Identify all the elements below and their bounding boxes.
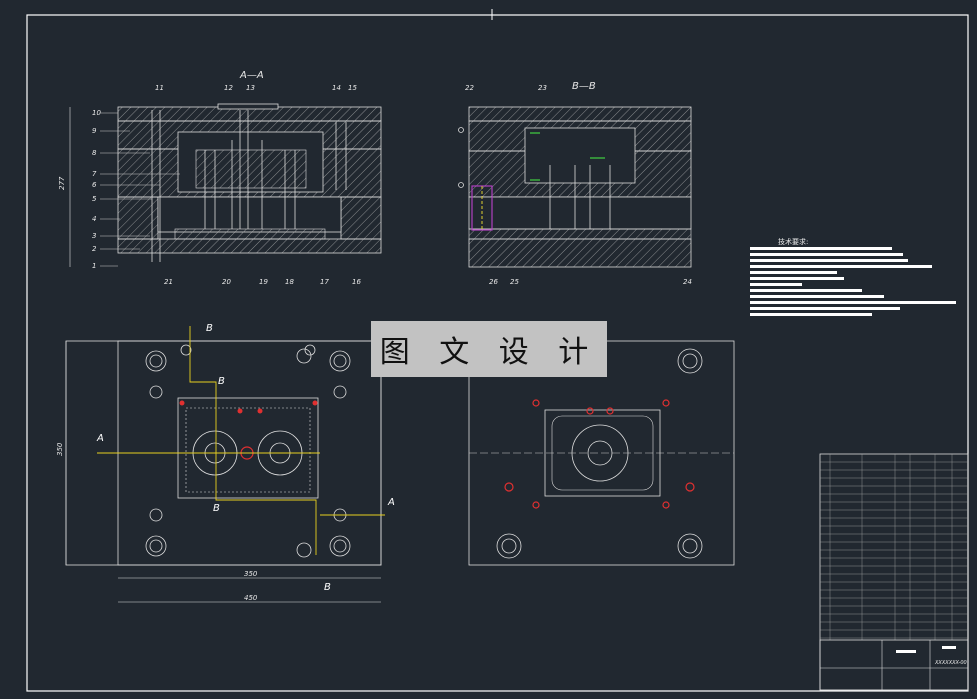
- callouts-b: 22 23 26 25 24: [465, 84, 692, 286]
- svg-text:B: B: [218, 376, 225, 387]
- svg-text:A: A: [96, 433, 104, 444]
- title-block-code: XXXXXXX-00: [934, 660, 967, 666]
- svg-text:21: 21: [164, 278, 173, 286]
- svg-text:B: B: [213, 503, 220, 514]
- svg-text:25: 25: [510, 278, 519, 286]
- notes-title: 技术要求:: [778, 237, 808, 246]
- svg-text:12: 12: [224, 84, 233, 92]
- svg-text:9: 9: [92, 127, 97, 135]
- dim-height-a: 277: [58, 176, 66, 190]
- section-b-title: B—B: [572, 81, 596, 92]
- svg-text:B: B: [206, 323, 213, 334]
- svg-text:A: A: [387, 497, 395, 508]
- svg-text:11: 11: [155, 84, 164, 92]
- bottom-callouts-a: 21 20 19 18 17 16: [164, 278, 361, 286]
- svg-text:3: 3: [92, 232, 96, 240]
- top-callouts-a: 11 12 13 14 15: [155, 84, 357, 92]
- svg-text:26: 26: [489, 278, 498, 286]
- sheet-border: [26, 14, 969, 692]
- section-a-title: A—A: [239, 70, 264, 81]
- svg-text:2: 2: [92, 245, 97, 253]
- svg-text:7: 7: [92, 170, 97, 178]
- watermark-text: 图 文 设 计: [379, 335, 599, 370]
- svg-text:23: 23: [538, 84, 547, 92]
- dim-plan-outer: 450: [244, 594, 258, 602]
- svg-text:8: 8: [92, 149, 97, 157]
- section-a-view: A—A 277 10 9 8: [58, 70, 382, 286]
- svg-text:20: 20: [222, 278, 231, 286]
- svg-text:15: 15: [348, 84, 357, 92]
- left-callouts: 10 9 8 7 6 5 4 3 2 1: [92, 109, 180, 270]
- plan-view-fixed: A A B B B B 350 450 350: [56, 323, 395, 603]
- dim-plan-height: 350: [56, 442, 64, 456]
- svg-text:B: B: [324, 582, 331, 593]
- dim-plan-inner: 350: [244, 570, 258, 578]
- title-block: XXXXXXX-00: [819, 453, 969, 691]
- svg-text:5: 5: [92, 195, 97, 203]
- svg-text:13: 13: [246, 84, 255, 92]
- technical-notes: 技术要求:: [750, 237, 956, 316]
- svg-text:24: 24: [683, 278, 692, 286]
- watermark-stamp: 图 文 设 计: [371, 321, 607, 377]
- svg-text:18: 18: [285, 278, 294, 286]
- svg-text:14: 14: [332, 84, 341, 92]
- svg-text:4: 4: [92, 215, 96, 223]
- section-b-view: B—B 22 23 26 25 24: [458, 81, 692, 286]
- svg-text:1: 1: [92, 262, 96, 270]
- svg-text:17: 17: [320, 278, 329, 286]
- svg-text:6: 6: [92, 181, 97, 189]
- svg-text:19: 19: [259, 278, 268, 286]
- svg-text:10: 10: [92, 109, 101, 117]
- svg-text:16: 16: [352, 278, 361, 286]
- svg-text:22: 22: [465, 84, 474, 92]
